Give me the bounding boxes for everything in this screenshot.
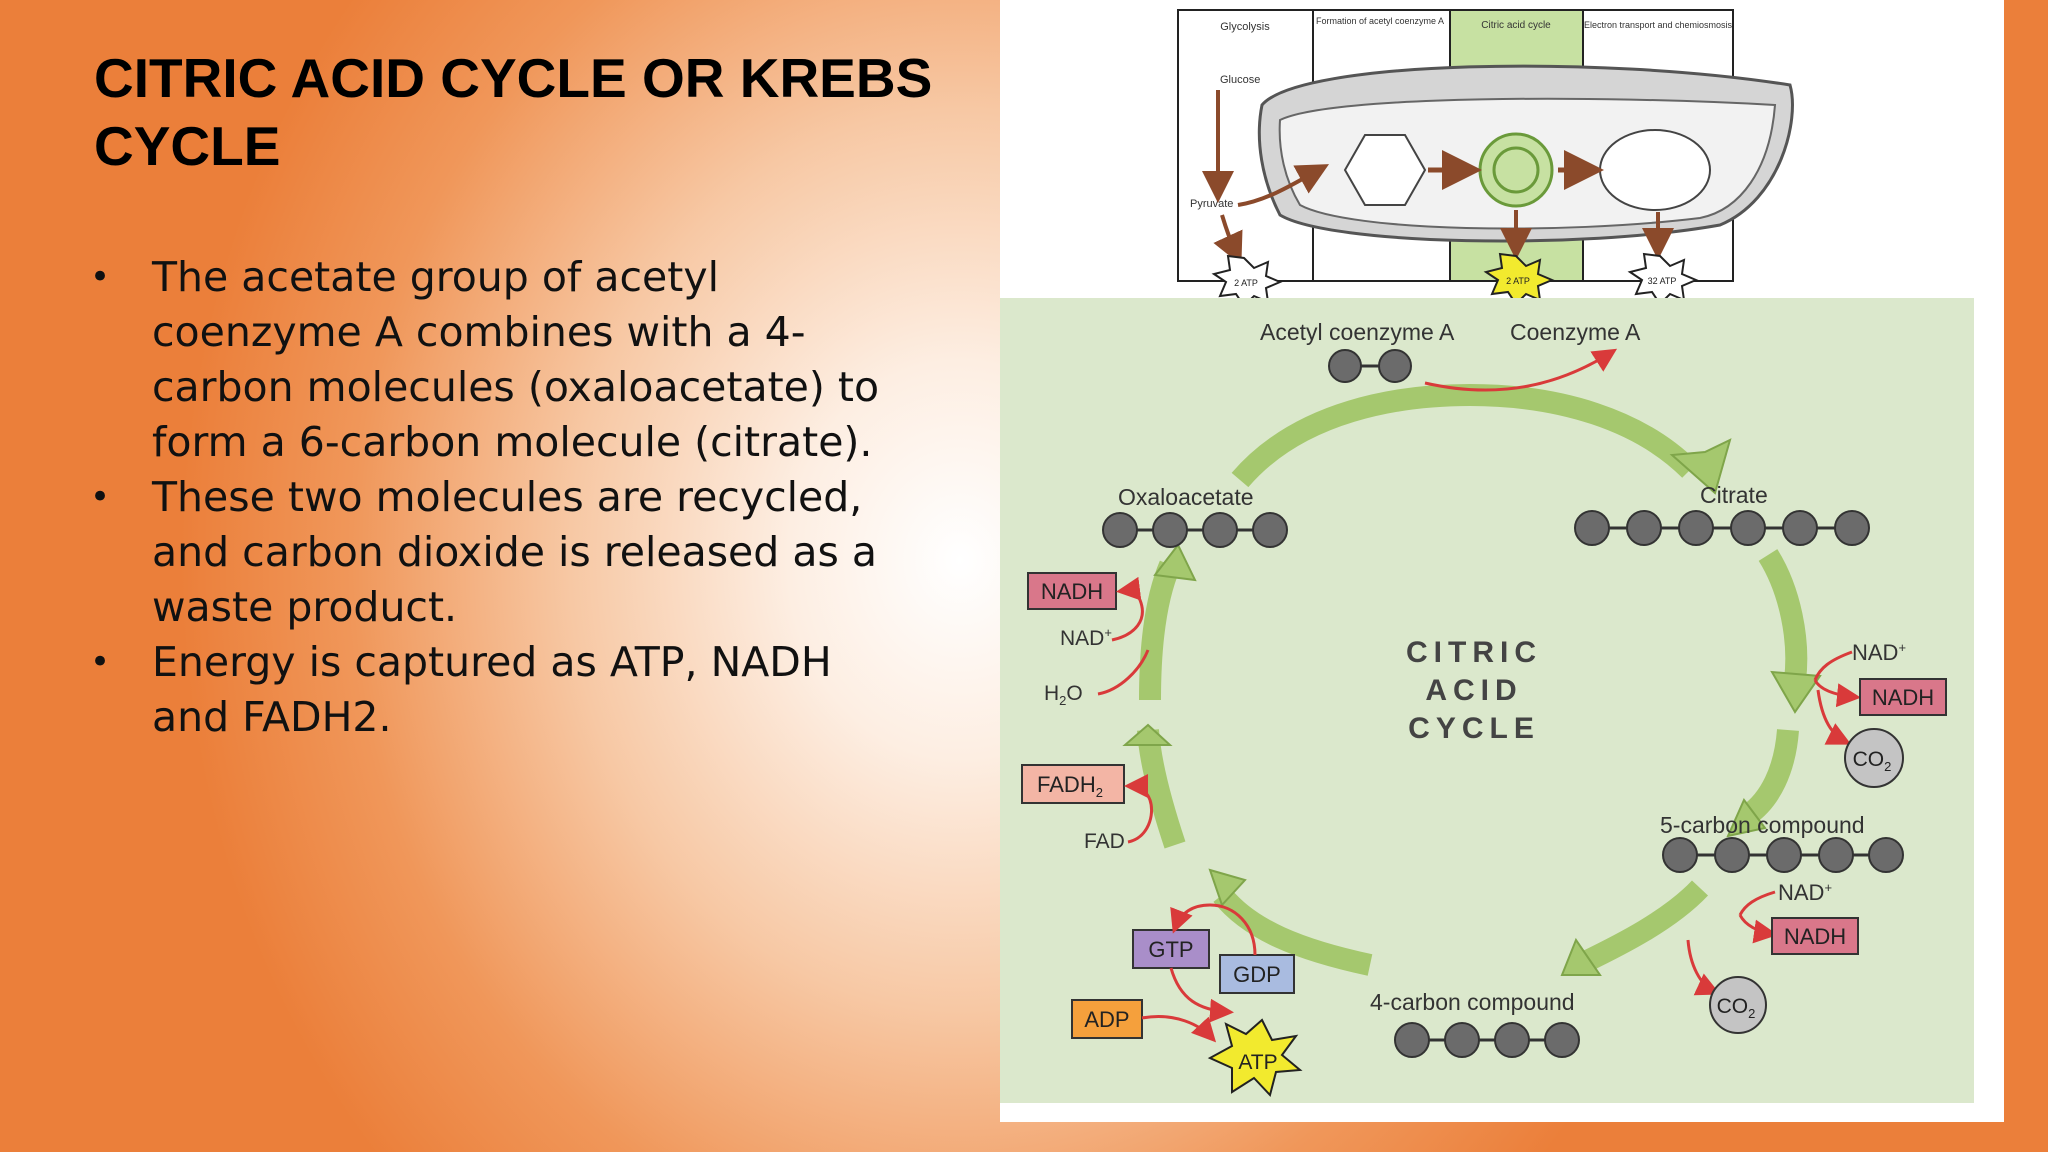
nadh-box: [1771, 917, 1859, 955]
bullet-icon: •: [90, 477, 111, 517]
label-nad: NAD+: [1778, 880, 1832, 905]
atp-burst: [1207, 1018, 1303, 1098]
four-carbon-molecule: [1394, 1022, 1580, 1058]
cycle-arrows: [1122, 383, 1822, 976]
label-nad: NAD+: [1060, 625, 1112, 650]
adp-box: [1071, 999, 1143, 1039]
cycle-center-line3: CYCLE: [1408, 712, 1540, 745]
label-nad: NAD+: [1852, 640, 1906, 665]
nadh-label: NADH: [1041, 579, 1103, 604]
co2-circle: [1709, 976, 1767, 1034]
cycle-arrow-bottom-right: [1580, 880, 1709, 972]
atp-label: 32 ATP: [1648, 276, 1677, 286]
nadh-label: NADH: [1872, 685, 1934, 710]
electron-transport-oval: [1599, 129, 1711, 211]
citrate-molecule: [1574, 510, 1870, 546]
citric-cycle-mini: [1478, 132, 1554, 208]
label-fad: FAD: [1084, 830, 1125, 853]
krebs-cycle-figure: Glycolysis Formation of acetyl coenzyme …: [1000, 0, 2004, 1122]
co2-label: CO2: [1853, 748, 1892, 774]
nadh-box: [1859, 678, 1947, 716]
cycle-center-line2: ACID: [1425, 674, 1522, 707]
col-citric-acid-cycle: Citric acid cycle: [1481, 20, 1551, 31]
cycle-arrow-right-upper: [1758, 549, 1808, 682]
label-acetyl-coenzyme-a: Acetyl coenzyme A: [1260, 319, 1455, 345]
cycle-arrow-top: [1231, 383, 1698, 488]
glycolysis-hexagon: [1343, 134, 1427, 206]
bullet-item: • Energy is captured as ATP, NADH and FAD…: [88, 635, 888, 745]
col-acetyl-formation: Formation of acetyl coenzyme A: [1316, 16, 1444, 26]
cycle-arrow-right-middle: [1741, 728, 1799, 825]
bullet-text: These two molecules are recycled, and ca…: [152, 473, 877, 631]
label-glucose: Glucose: [1220, 74, 1260, 86]
oxaloacetate-molecule: [1102, 512, 1288, 548]
gdp-box: [1219, 954, 1295, 994]
nadh-box: [1027, 572, 1117, 610]
atp-label: 2 ATP: [1506, 276, 1530, 286]
bullet-list: • The acetate group of acetyl coenzyme A …: [88, 250, 888, 745]
label-citrate: Citrate: [1700, 482, 1768, 508]
col-glycolysis: Glycolysis: [1220, 21, 1270, 33]
gdp-label: GDP: [1233, 962, 1281, 987]
label-pyruvate: Pyruvate: [1190, 198, 1233, 210]
coenzyme-release-arrow: [1424, 348, 1618, 392]
label-four-carbon: 4-carbon compound: [1370, 989, 1575, 1015]
bullet-icon: •: [90, 257, 111, 297]
label-oxaloacetate: Oxaloacetate: [1118, 484, 1254, 510]
col-electron-transport: Electron transport and chemiosmosis: [1584, 20, 1733, 30]
adp-label: ADP: [1084, 1007, 1129, 1032]
atp-label: 2 ATP: [1234, 278, 1258, 288]
label-coenzyme-a: Coenzyme A: [1510, 319, 1641, 345]
bullet-text: The acetate group of acetyl coenzyme A c…: [152, 253, 880, 466]
overview-panel: Glycolysis Formation of acetyl coenzyme …: [1177, 9, 1794, 308]
bullet-text: Energy is captured as ATP, NADH and FADH…: [152, 638, 832, 741]
gtp-label: GTP: [1148, 937, 1193, 962]
cycle-center-line1: CITRIC: [1406, 636, 1542, 669]
bullet-icon: •: [90, 642, 111, 682]
co2-circle: [1844, 728, 1904, 788]
co2-label: CO2: [1717, 995, 1756, 1021]
bullet-item: • These two molecules are recycled, and c…: [88, 470, 888, 635]
atp-label: ATP: [1238, 1051, 1277, 1074]
nadh-label: NADH: [1784, 924, 1846, 949]
krebs-cycle-diagram: Glycolysis Formation of acetyl coenzyme …: [1000, 9, 1974, 1103]
label-five-carbon: 5-carbon compound: [1660, 812, 1865, 838]
cycle-arrow-bottom-left: [1213, 887, 1373, 976]
slide-title: CITRIC ACID CYCLE OR KREBS CYCLE: [94, 47, 933, 177]
five-carbon-molecule: [1662, 837, 1904, 873]
bullet-item: • The acetate group of acetyl coenzyme A …: [88, 250, 888, 470]
fadh2-label: FADH2: [1037, 772, 1103, 800]
acetyl-molecule: [1328, 349, 1412, 383]
fadh2-box: [1021, 764, 1125, 804]
label-water: H2O: [1044, 682, 1083, 708]
